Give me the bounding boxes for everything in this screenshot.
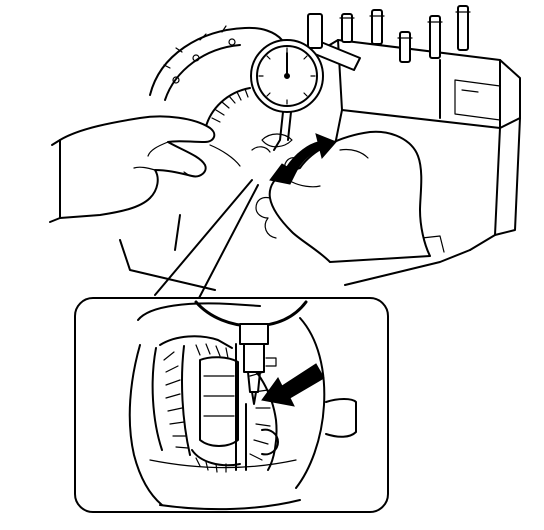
differential-carrier-housing (119, 5, 521, 291)
differential-side-gear (151, 335, 233, 456)
dial-indicator-probe-detail (235, 323, 277, 471)
differential-pinion-gear (191, 356, 241, 473)
dial-indicator (250, 13, 361, 153)
detail-inset-panel (74, 297, 389, 513)
left-hand (49, 115, 241, 223)
housing-bolts (339, 5, 471, 63)
double-headed-curved-arrow-icon (269, 133, 337, 185)
callout-leader-lines (154, 179, 259, 301)
right-hand (255, 130, 431, 263)
dial-indicator-stem (307, 13, 323, 49)
solid-pointer-arrow-icon (261, 363, 325, 407)
